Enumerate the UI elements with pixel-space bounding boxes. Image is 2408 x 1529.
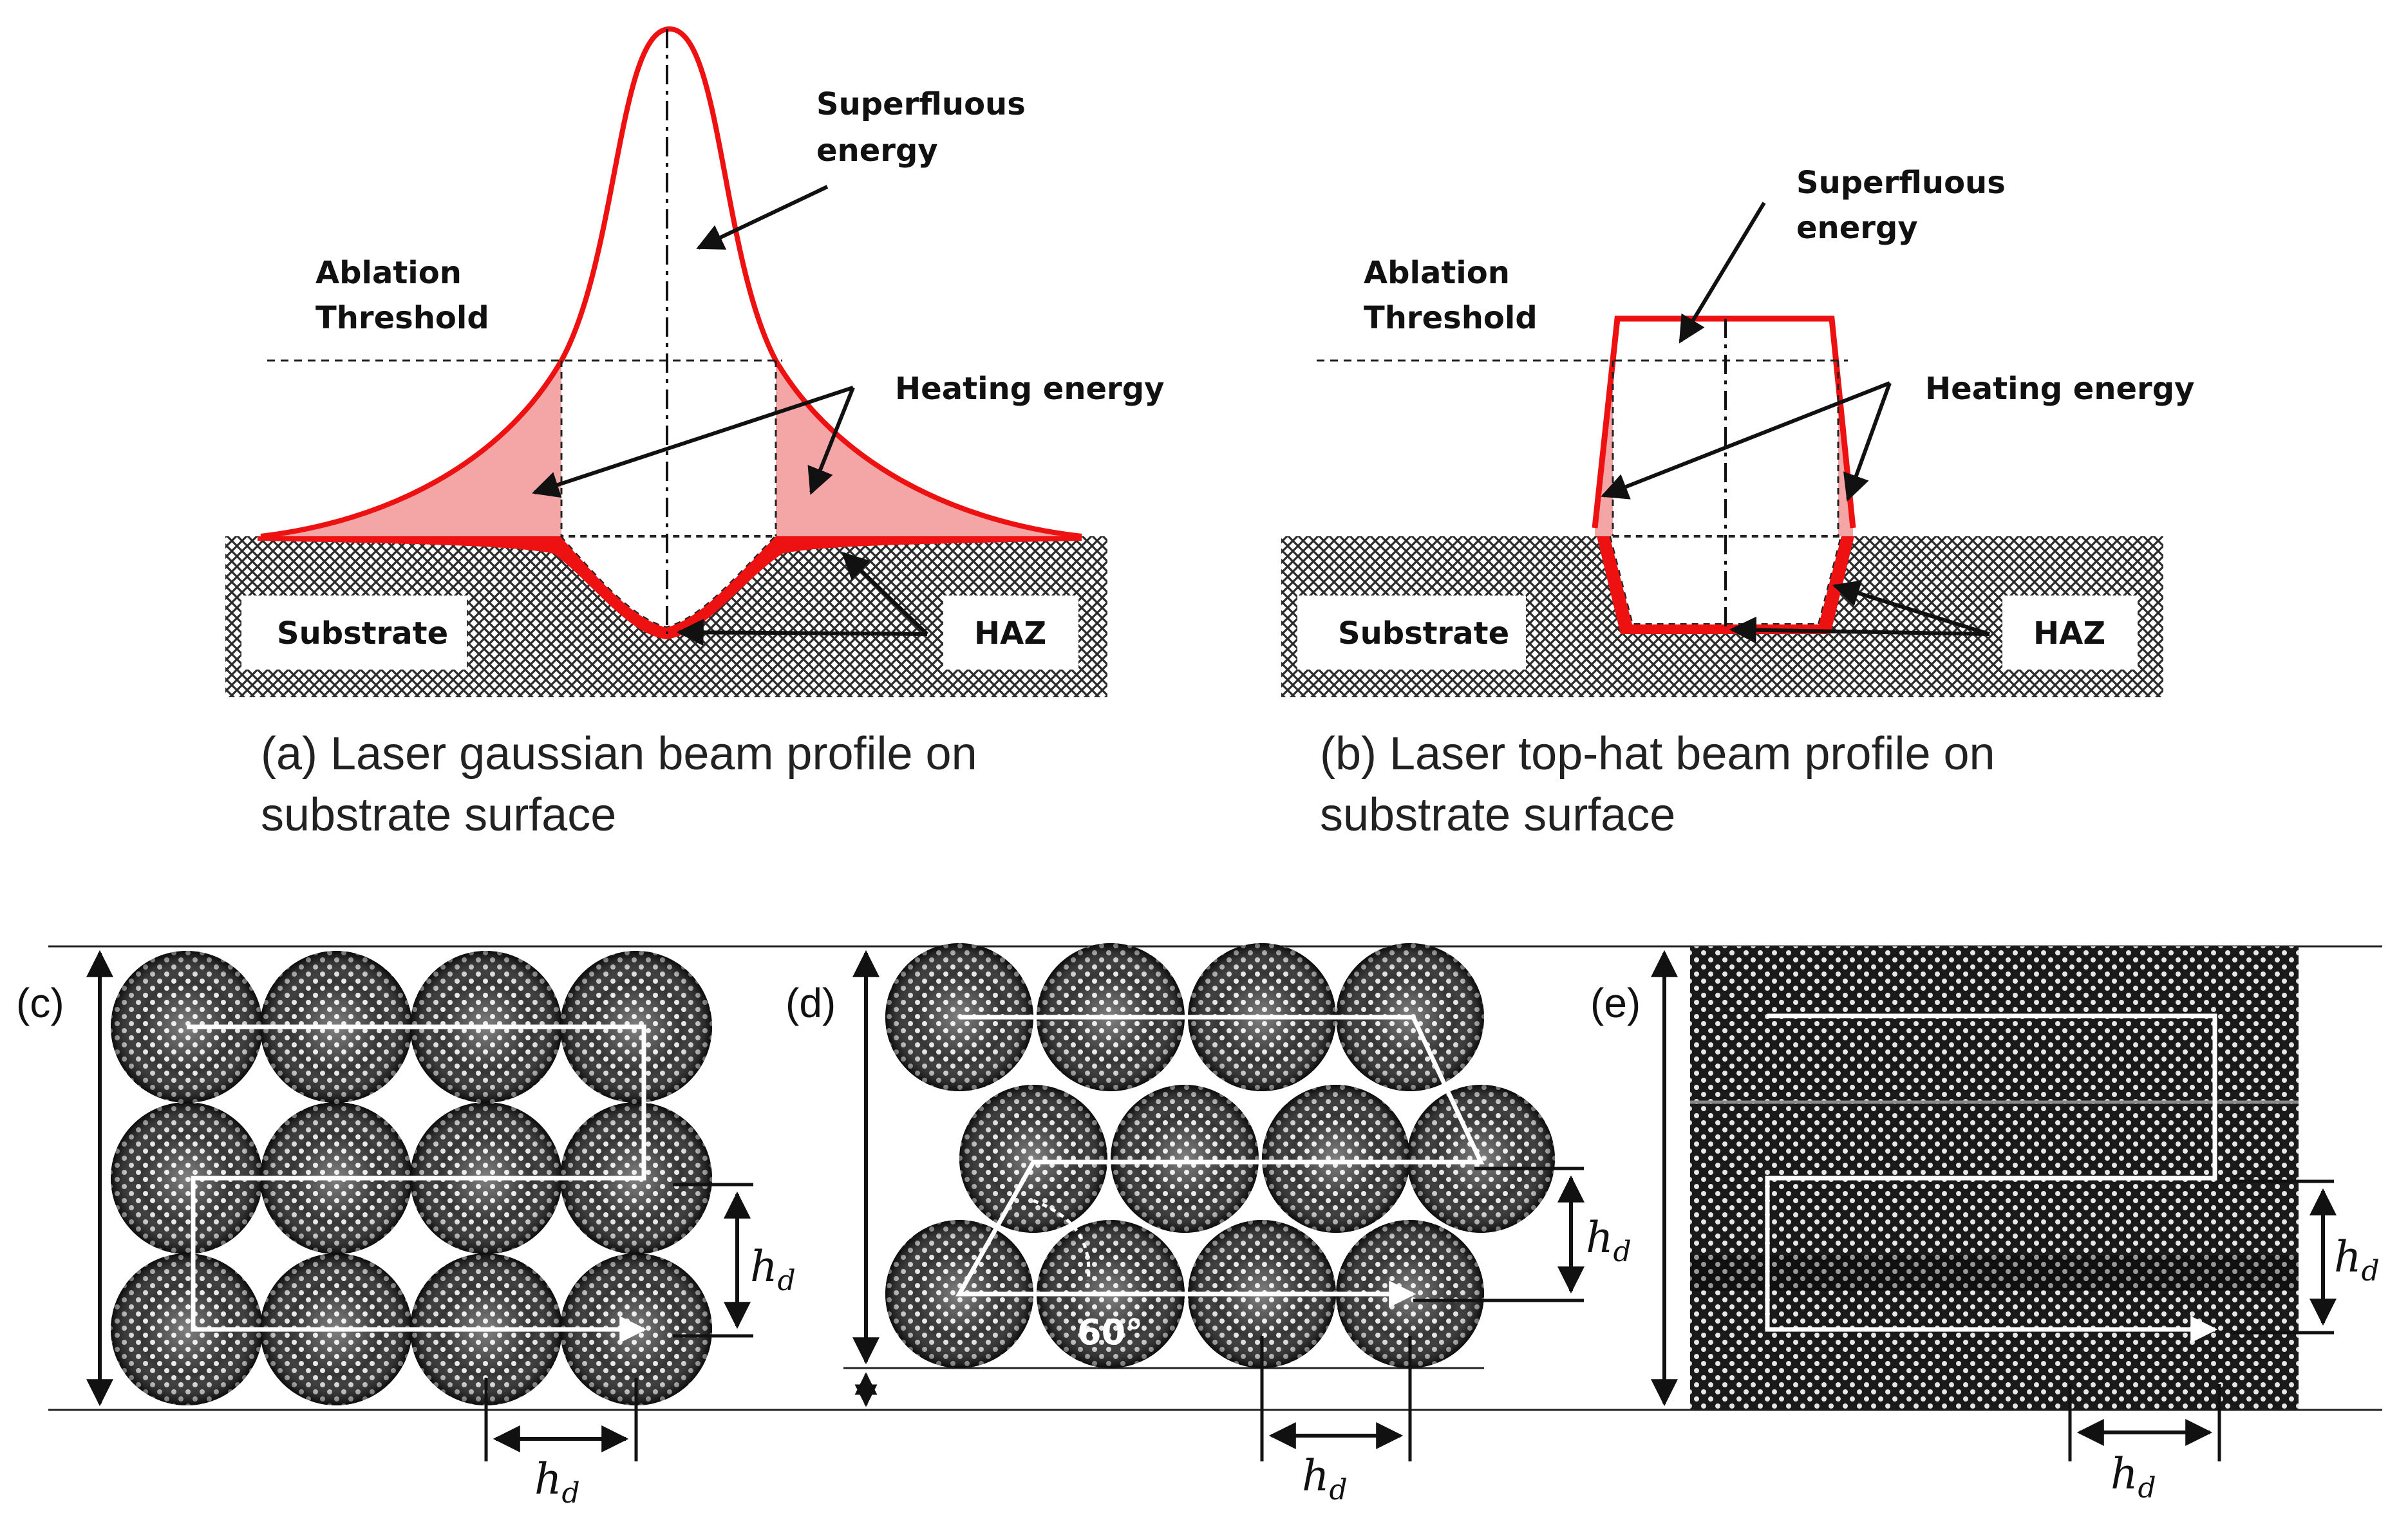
- haz-arrow-lower: [676, 619, 928, 646]
- heating-energy-left: [261, 361, 561, 536]
- haz-arrow-lower: [1729, 616, 1990, 644]
- hd-horizontal-label: hd: [1302, 1451, 1348, 1506]
- tophat-beam-profile: [1592, 315, 1856, 529]
- panel-a-gaussian: Substrate HAZ Superfluous energy Ablatio…: [225, 26, 1164, 841]
- heating-arrow-left: [1601, 381, 1891, 500]
- haz-arrow-upper: [841, 552, 929, 636]
- laser-spot-shading: [111, 1102, 263, 1254]
- angle-label: 60°: [1077, 1312, 1143, 1353]
- angle-arc: [1033, 1199, 1091, 1282]
- caption-b-line-2: substrate surface: [1320, 789, 1675, 841]
- heating-arrow-left: [532, 386, 854, 498]
- panel-b-tophat: Substrate HAZ Superfluous energy Ablatio…: [1281, 165, 2194, 841]
- substrate-label-box: [241, 596, 467, 670]
- heating-energy-right: [776, 361, 1082, 536]
- superfluous-energy-label-2: energy: [1796, 210, 1918, 246]
- superfluous-energy-label-1: Superfluous: [816, 86, 1026, 122]
- ablation-threshold-label-2: Threshold: [1364, 300, 1538, 336]
- superfluous-arrow: [696, 185, 829, 250]
- substrate-label: Substrate: [1338, 615, 1509, 652]
- gaussian-beam-curve: [260, 26, 1082, 539]
- heating-arrow-right: [807, 386, 855, 495]
- scan-band-shade: [1690, 1255, 2299, 1291]
- scan-path: [187, 1024, 647, 1343]
- ablation-threshold-label-2: Threshold: [315, 300, 489, 336]
- panel-c-square-overlap: (c) hd hd: [16, 950, 796, 1510]
- hd-vertical-label: hd: [2334, 1232, 2380, 1288]
- caption-a-line-1: (a) Laser gaussian beam profile on: [261, 728, 977, 780]
- panel-d-hexagonal-overlap: (d) 60° hd hd: [785, 943, 1632, 1506]
- caption-b-line-1: (b) Laser top-hat beam profile on: [1320, 728, 1995, 780]
- hd-vertical-label: hd: [750, 1242, 796, 1297]
- haz-arrow-upper: [1832, 580, 1990, 636]
- laser-spot-grid: [885, 943, 1555, 1368]
- superfluous-energy-label-1: Superfluous: [1796, 165, 2006, 201]
- ablation-threshold-label-1: Ablation: [315, 255, 462, 291]
- hd-vertical-label: hd: [1586, 1213, 1632, 1268]
- panel-d-label: (d): [785, 980, 836, 1026]
- hd-horizontal-label: hd: [2111, 1449, 2156, 1505]
- haz-label-box: [943, 596, 1078, 670]
- panel-e-tophat-scan: (e) hd hd: [1590, 946, 2380, 1505]
- caption-a-line-2: substrate surface: [261, 789, 616, 841]
- laser-spot-shading: [1262, 1085, 1410, 1233]
- haz-label: HAZ: [974, 615, 1046, 652]
- substrate-label: Substrate: [277, 615, 448, 652]
- scan-path: [1765, 1013, 2218, 1343]
- ablation-threshold-label-1: Ablation: [1364, 255, 1510, 291]
- hd-horizontal-label: hd: [534, 1454, 580, 1510]
- superfluous-arrow: [1679, 202, 1766, 344]
- superfluous-energy-label-2: energy: [816, 133, 938, 169]
- haz-label: HAZ: [2033, 615, 2105, 652]
- laser-spot-shading: [959, 1085, 1107, 1233]
- heating-arrow-right: [1843, 382, 1892, 502]
- laser-spot-shading: [111, 1253, 263, 1405]
- heating-energy-label: Heating energy: [895, 371, 1164, 407]
- substrate-label-box: [1297, 596, 1526, 670]
- haz-region: [1597, 536, 1854, 634]
- panel-c-label: (c): [16, 980, 64, 1026]
- haz-label-box: [2002, 596, 2138, 670]
- panel-e-label: (e): [1590, 980, 1641, 1026]
- scan-path: [955, 1015, 1485, 1308]
- heating-energy-label: Heating energy: [1925, 371, 2194, 407]
- laser-spot-shading: [1111, 1085, 1259, 1233]
